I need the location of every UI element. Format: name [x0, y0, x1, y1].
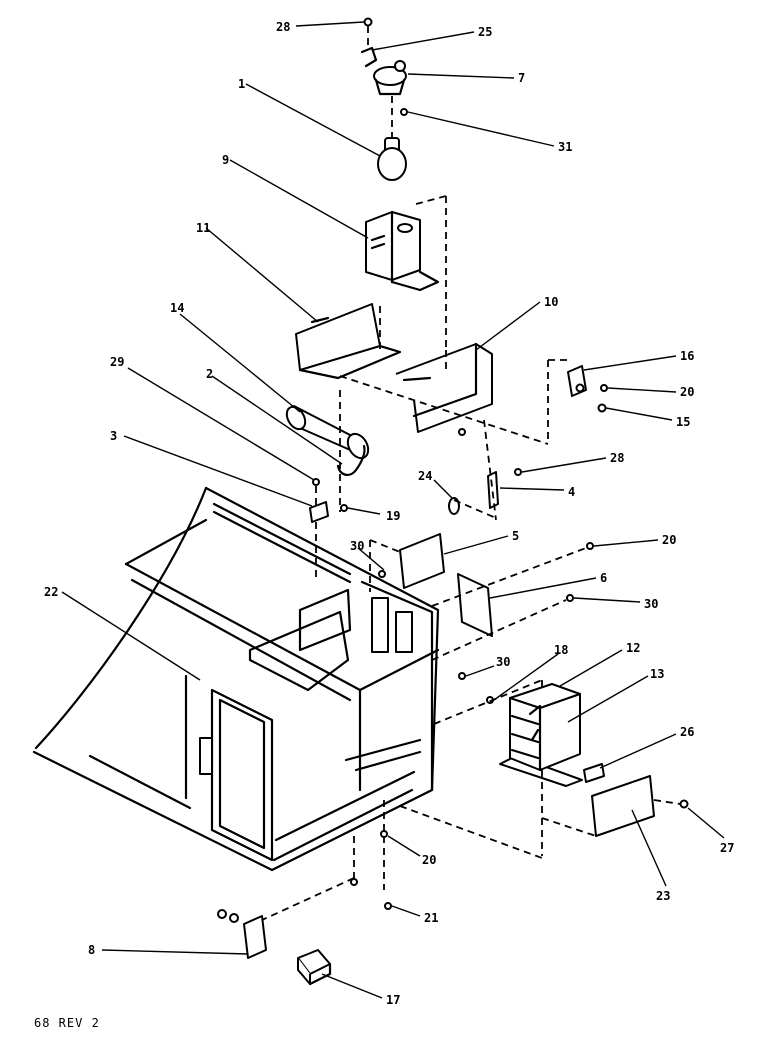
leader-lines — [61, 21, 725, 999]
part-31-screw — [391, 96, 408, 140]
part-3-bracket — [309, 501, 329, 523]
part-24-clip — [448, 497, 497, 519]
label-part-24: 24 — [418, 469, 432, 483]
label-part-30-left: 30 — [350, 539, 364, 553]
part-labels: 28 25 7 31 1 9 11 10 16 20 15 14 2 29 3 … — [44, 20, 734, 1007]
part-12-transformer — [499, 683, 583, 787]
part-4-holder — [483, 419, 499, 521]
part-20-screw-lower — [380, 800, 388, 890]
label-part-12: 12 — [626, 641, 640, 655]
label-part-2: 2 — [206, 367, 213, 381]
label-part-20-right: 20 — [662, 533, 676, 547]
label-part-21: 21 — [424, 911, 438, 925]
part-28-screw — [363, 17, 373, 48]
label-part-4: 4 — [568, 485, 575, 499]
part-13-transformer-core — [399, 770, 543, 859]
part-2-capacitor-bracket — [336, 444, 366, 476]
part-30-screw-middle — [458, 672, 466, 680]
label-part-27: 27 — [720, 841, 734, 855]
label-part-8: 8 — [88, 943, 95, 957]
part-15-screw — [597, 403, 607, 413]
part-1-lamp-bulb — [377, 137, 407, 181]
label-part-31: 31 — [558, 140, 572, 154]
part-26-clip — [583, 763, 605, 783]
label-part-5: 5 — [512, 529, 519, 543]
label-part-16: 16 — [680, 349, 694, 363]
part-21-screw — [384, 902, 392, 910]
part-30-screw-left — [378, 570, 386, 578]
part-7-lamp-socket — [373, 60, 407, 96]
part-23-cover-plate — [541, 775, 655, 837]
label-part-20-upper: 20 — [680, 385, 694, 399]
label-part-13: 13 — [650, 667, 664, 681]
label-part-3: 3 — [110, 429, 117, 443]
part-30-screw-right — [431, 594, 574, 661]
label-part-15: 15 — [676, 415, 690, 429]
part-28-screw-lower — [514, 468, 522, 476]
part-8-bracket — [217, 836, 358, 959]
label-part-10: 10 — [544, 295, 558, 309]
part-5-panel — [369, 533, 445, 592]
drawing-revision-code: 68 REV 2 — [34, 1016, 100, 1030]
part-25-clip — [360, 46, 378, 68]
part-27-screw — [653, 799, 689, 809]
label-part-26: 26 — [680, 725, 694, 739]
label-part-14: 14 — [170, 301, 184, 315]
label-part-19: 19 — [386, 509, 400, 523]
label-part-30-right: 30 — [644, 597, 658, 611]
label-part-25: 25 — [478, 25, 492, 39]
label-part-18: 18 — [554, 643, 568, 657]
part-20-screw-upper — [600, 384, 608, 392]
label-part-28-lower: 28 — [610, 451, 624, 465]
label-part-23: 23 — [656, 889, 670, 903]
label-part-11: 11 — [196, 221, 210, 235]
part-16-bracket — [547, 359, 587, 444]
label-part-30-middle: 30 — [496, 655, 510, 669]
label-part-7: 7 — [518, 71, 525, 85]
part-11-bracket — [295, 303, 402, 380]
part-6-panel — [457, 573, 493, 637]
label-part-17: 17 — [386, 993, 400, 1007]
label-part-1: 1 — [238, 77, 245, 91]
label-part-6: 6 — [600, 571, 607, 585]
label-part-20-lower: 20 — [422, 853, 436, 867]
label-part-9: 9 — [222, 153, 229, 167]
part-19-screw — [340, 504, 348, 512]
cabinet-chassis — [32, 486, 440, 872]
label-part-29: 29 — [110, 355, 124, 369]
label-part-22: 22 — [44, 585, 58, 599]
part-17-switch — [297, 949, 332, 986]
part-20-screw-right — [431, 542, 594, 607]
part-9-lamp-bracket — [365, 195, 447, 350]
part-29-screw — [312, 390, 341, 580]
label-part-28-top: 28 — [276, 20, 290, 34]
part-10-chassis-plate — [339, 342, 549, 445]
